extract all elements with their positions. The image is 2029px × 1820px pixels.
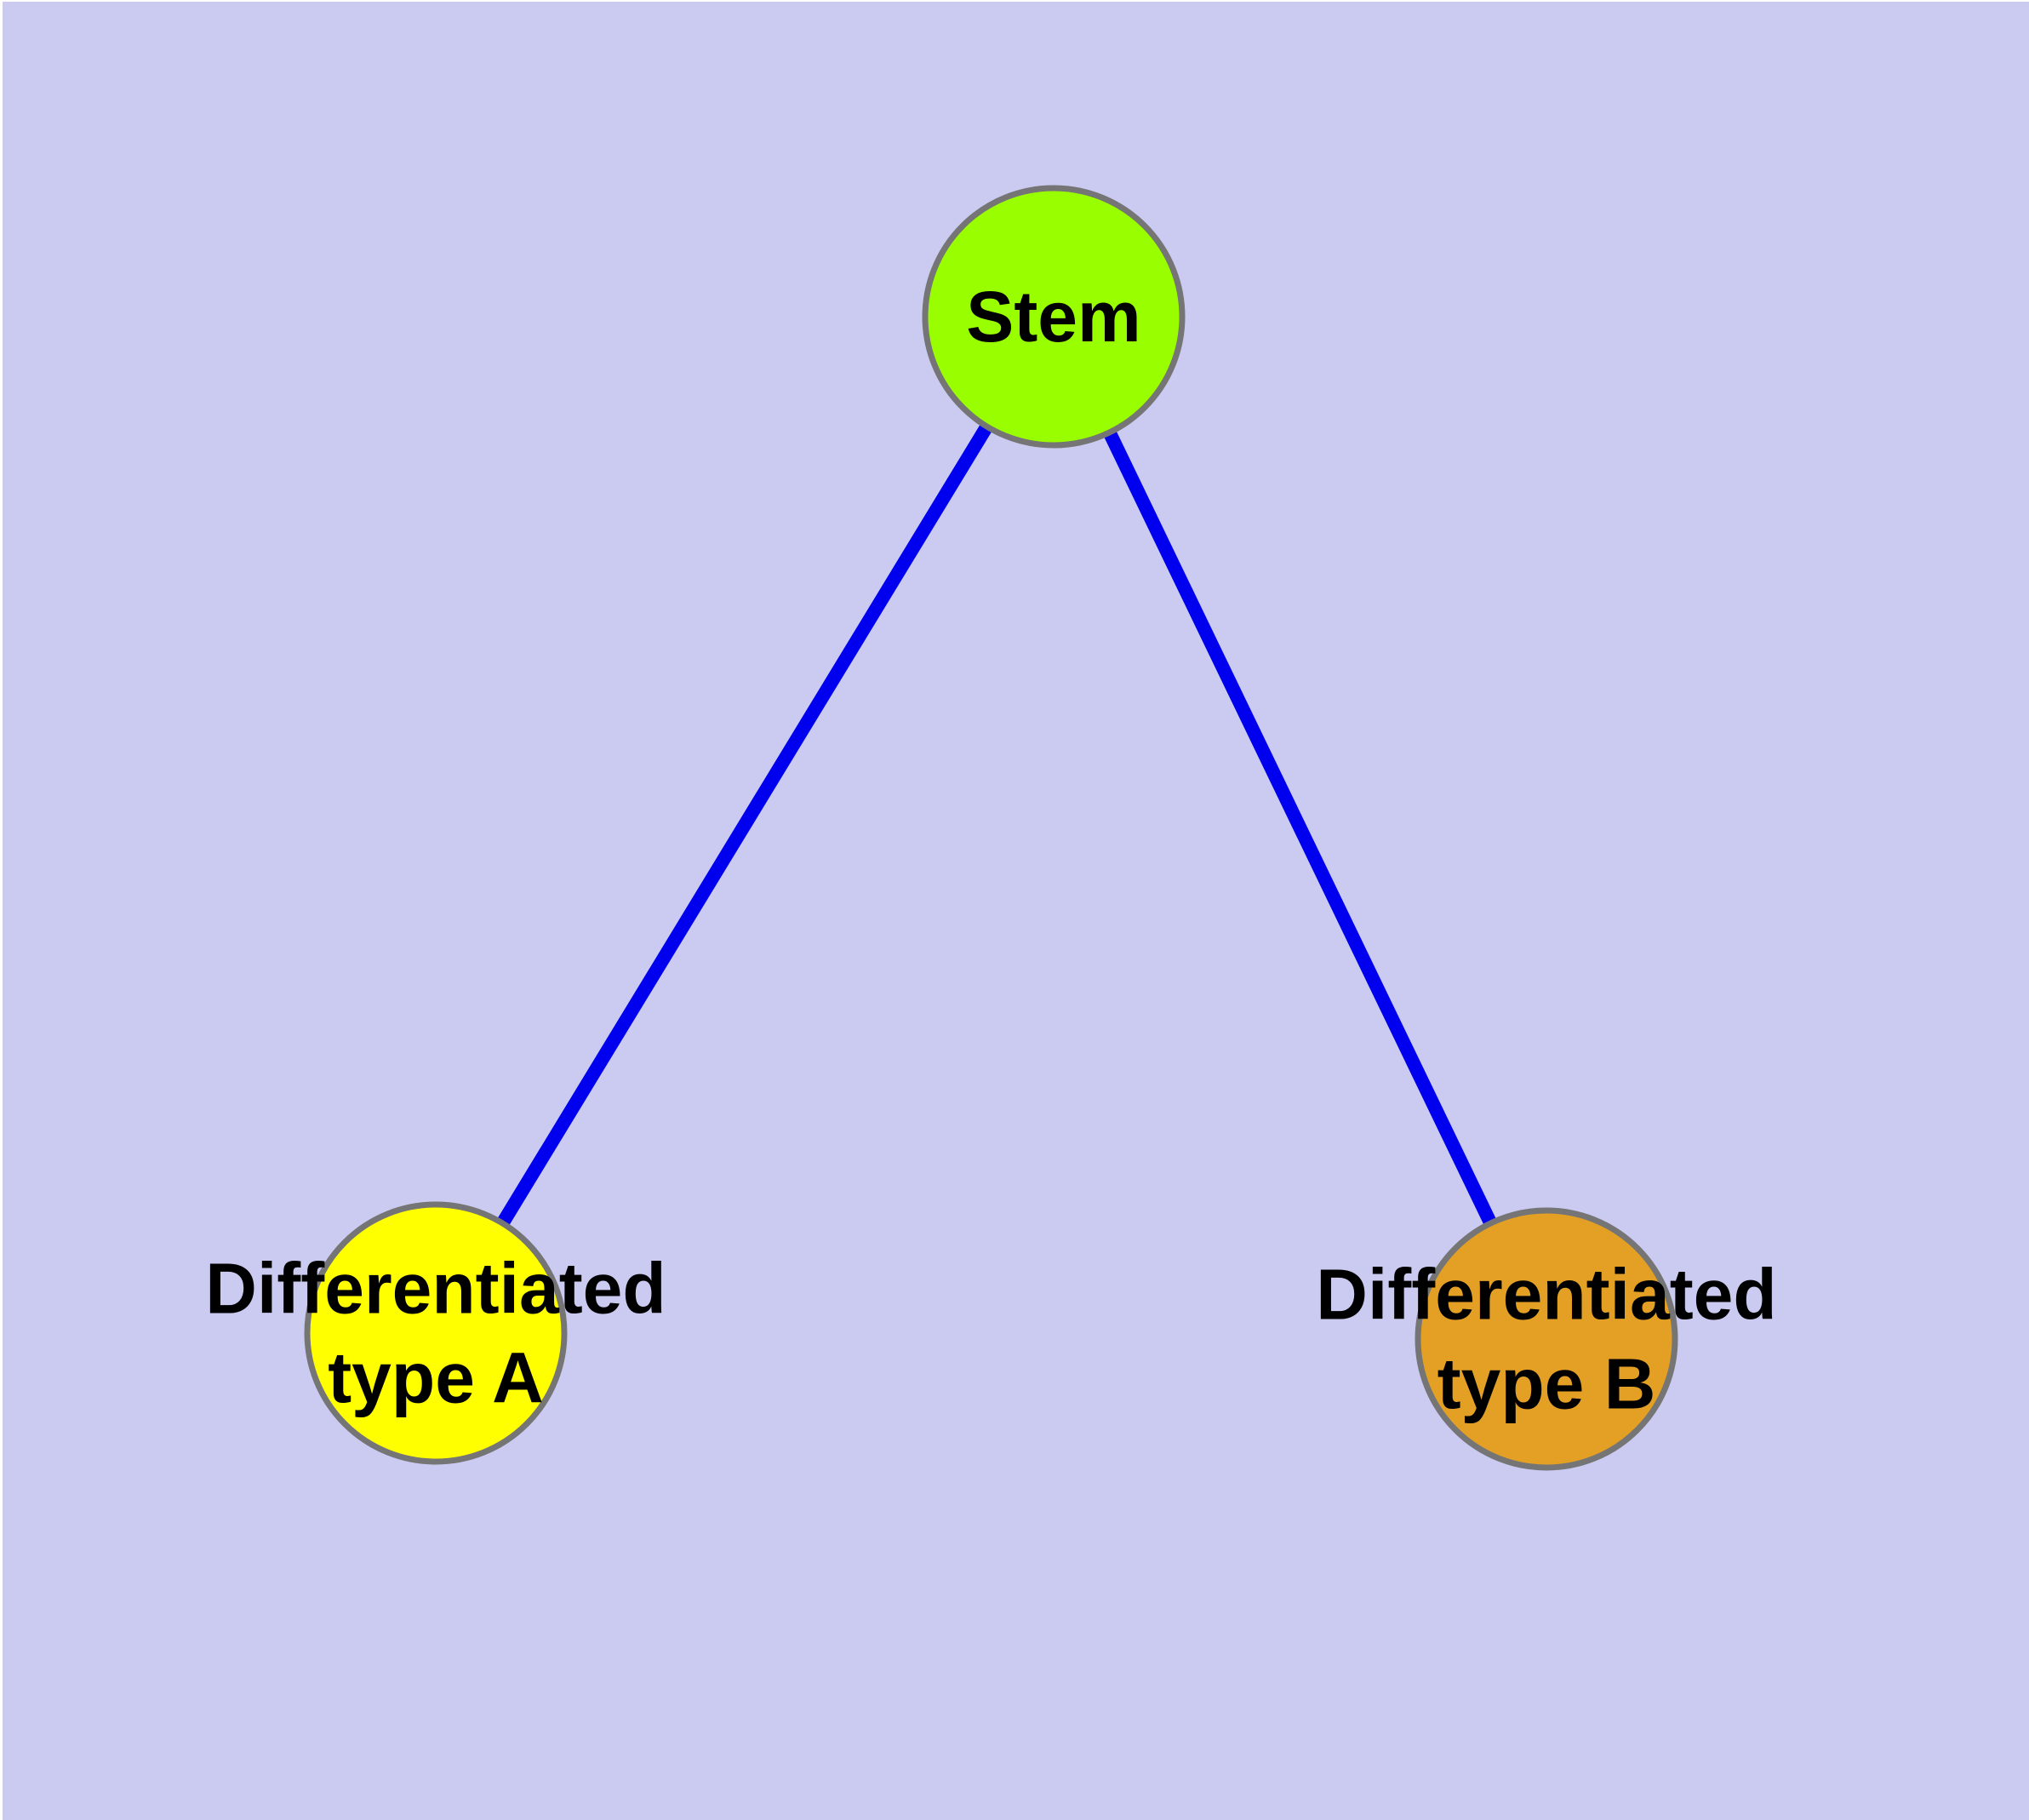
node-label-differentiated-type-b: Differentiated type B (1316, 1255, 1776, 1424)
edge-stem-to-differentiated-type-b (1047, 313, 1553, 1342)
node-label-stem: Stem (966, 277, 1140, 357)
node-label-differentiated-type-a: Differentiated type A (205, 1249, 666, 1418)
node-label-line: Differentiated (205, 1249, 666, 1329)
nodes-layer (304, 185, 1678, 1471)
edges-layer (430, 312, 1553, 1342)
node-circle-differentiated-type-b (1415, 1207, 1678, 1471)
node-circle-stem (922, 185, 1186, 449)
edge-stem-to-differentiated-type-a (430, 312, 1060, 1337)
node-circle-differentiated-type-a (304, 1201, 568, 1465)
node-label-line: type A (328, 1338, 544, 1418)
node-label-line: Differentiated (1316, 1255, 1776, 1335)
node-label-line: Stem (966, 277, 1140, 357)
node-label-line: type B (1437, 1344, 1656, 1424)
